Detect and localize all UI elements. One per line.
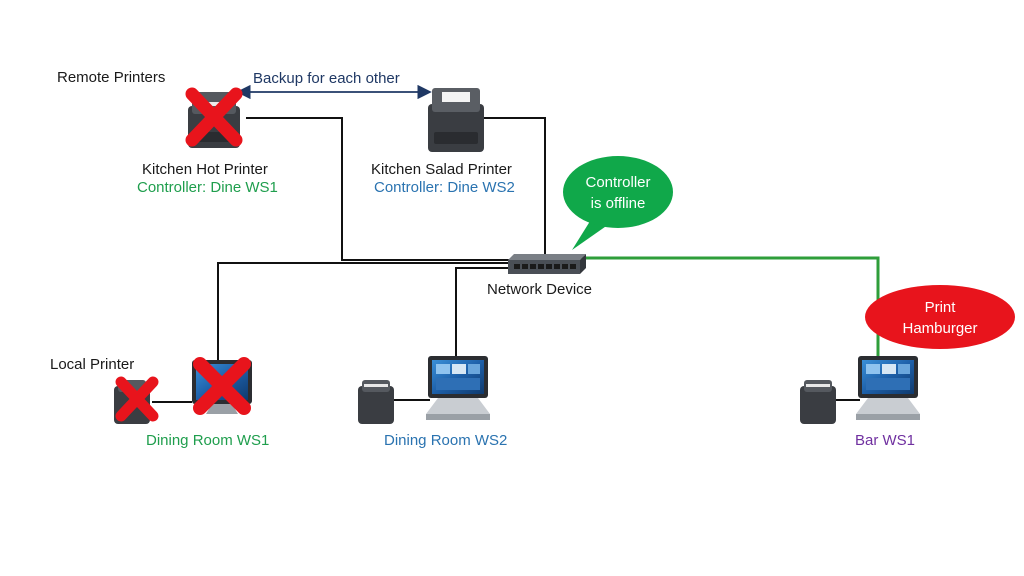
controller-offline-line2: is offline <box>590 195 646 212</box>
dining-room-ws2-terminal-icon <box>426 356 490 420</box>
print-hamburger-text: Print Hamburger <box>880 297 1000 339</box>
print-hamburger-line1: Print <box>924 299 956 316</box>
kitchen-hot-printer-label: Kitchen Hot Printer <box>142 161 268 178</box>
bar-ws1-terminal-icon <box>856 356 920 420</box>
controller-offline-text: Controller is offline <box>568 172 668 214</box>
kitchen-salad-printer-label: Kitchen Salad Printer <box>371 161 512 178</box>
dining-room-ws1-label: Dining Room WS1 <box>146 432 270 449</box>
line-ws1-to-switch <box>217 262 510 372</box>
black-connection-lines <box>152 117 860 403</box>
backup-label: Backup for each other <box>253 70 400 87</box>
green-path-switch-to-bar <box>580 256 880 364</box>
network-switch-icon <box>508 254 586 274</box>
remote-printers-label: Remote Printers <box>57 69 166 86</box>
print-hamburger-line2: Hamburger <box>902 320 978 337</box>
line-kitchen-salad-to-switch <box>484 117 546 255</box>
local-printer-offline-cross-icon <box>115 376 159 422</box>
print-hamburger-callout <box>865 285 1015 349</box>
line-ws2-to-switch <box>455 267 512 360</box>
dining-room-ws1-offline-cross-icon <box>193 357 251 415</box>
controller-offline-line1: Controller <box>585 174 651 191</box>
dining-room-ws2-printer-icon <box>358 380 394 424</box>
kitchen-hot-controller-label: Controller: Dine WS1 <box>137 179 278 196</box>
kitchen-salad-printer-icon <box>428 88 484 152</box>
line-kitchen-hot-to-switch <box>246 117 510 261</box>
bar-ws1-label: Bar WS1 <box>855 432 916 449</box>
kitchen-salad-controller-label: Controller: Dine WS2 <box>374 179 515 196</box>
controller-offline-callout <box>563 156 673 250</box>
kitchen-hot-offline-cross-icon <box>185 87 243 147</box>
local-printer-label: Local Printer <box>50 356 135 373</box>
bar-ws1-printer-icon <box>800 380 836 424</box>
dining-room-ws2-label: Dining Room WS2 <box>384 432 508 449</box>
network-device-label: Network Device <box>487 281 593 298</box>
